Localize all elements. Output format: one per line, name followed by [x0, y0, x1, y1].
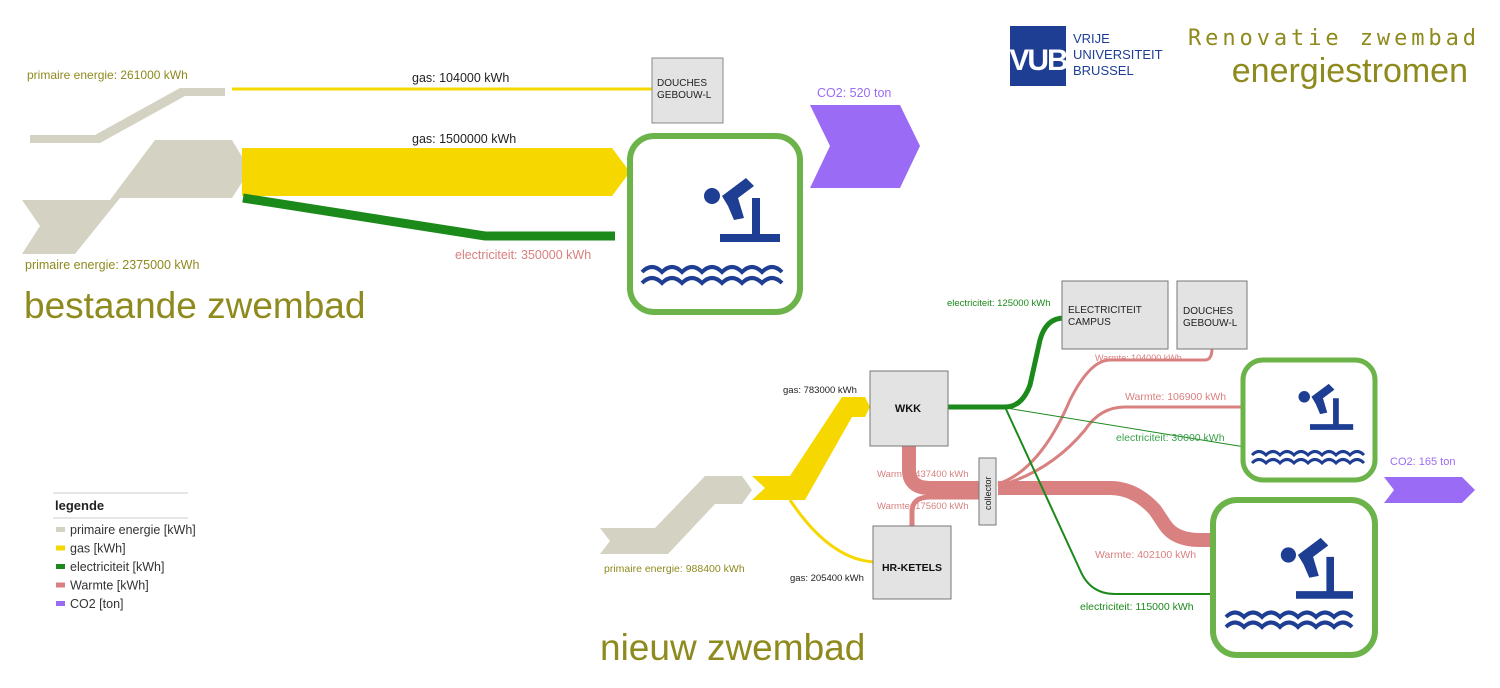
elec-small-pool-label: electriciteit: 30000 kWh	[1116, 432, 1225, 444]
campus-line-2: CAMPUS	[1068, 317, 1111, 328]
legend-item-label: Warmte [kWh]	[70, 579, 149, 593]
heat-douches-label: Warmte: 104000 kWh	[1095, 353, 1182, 363]
wkk-label: WKK	[895, 403, 921, 415]
existing-co2-label: CO2: 520 ton	[817, 86, 891, 100]
new-gas-wkk-label: gas: 783000 kWh	[783, 385, 857, 396]
new-heading: nieuw zwembad	[600, 627, 865, 668]
legend-swatch	[56, 527, 65, 532]
header-title-line-2: energiestromen	[1232, 52, 1468, 90]
legend-item-label: electriciteit [kWh]	[70, 560, 164, 574]
existing-pool-box	[627, 133, 803, 315]
big-pool-box	[1210, 497, 1378, 658]
existing-heading: bestaande zwembad	[24, 285, 365, 326]
legend-swatch	[56, 545, 65, 551]
legend-item-label: gas [kWh]	[70, 542, 126, 556]
heat-wkk-label: Warmte: 437400 kWh	[877, 469, 969, 480]
legend-item-label: primaire energie [kWh]	[70, 523, 196, 537]
hr-ketels-label: HR-KETELS	[882, 562, 942, 574]
douches-box-existing	[651, 57, 724, 124]
existing-primary-small-label: primaire energie: 261000 kWh	[27, 68, 188, 82]
heat-wkk-flow	[902, 445, 980, 495]
gas-wkk-flow	[752, 397, 870, 500]
new-co2-label: CO2: 165 ton	[1390, 456, 1455, 468]
new-douches-line-2: GEBOUW-L	[1183, 318, 1238, 329]
wkk-box	[869, 370, 949, 447]
waves-icon-big	[1224, 610, 1354, 630]
waves-icon	[640, 265, 784, 286]
existing-gas-big-label: gas: 1500000 kWh	[412, 132, 516, 146]
vub-logo-mark	[1010, 26, 1066, 86]
existing-douches-line-1: DOUCHES	[657, 78, 707, 89]
primary-big-flow	[22, 140, 250, 254]
co2-arrow-existing	[810, 105, 920, 188]
new-primary-flow	[600, 476, 752, 554]
existing-douches-line-2: GEBOUW-L	[657, 90, 712, 101]
gas-big-flow	[242, 148, 630, 196]
vub-line-2: UNIVERSITEIT	[1073, 47, 1163, 62]
header: VUB VRIJE UNIVERSITEIT BRUSSEL Renovatie…	[1009, 26, 1476, 90]
existing-primary-big-label: primaire energie: 2375000 kWh	[25, 258, 199, 272]
new-primary-label: primaire energie: 988400 kWh	[604, 563, 745, 575]
header-title-line-1: Renovatie zwembad	[1188, 26, 1476, 51]
gas-hr-flow	[788, 499, 876, 564]
co2-arrow-new	[1384, 477, 1475, 503]
legend-title: legende	[55, 498, 104, 513]
vub-logo-text: VUB	[1009, 44, 1068, 77]
elec-campus-flow	[948, 315, 1065, 410]
elec-campus-label: electriciteit: 125000 kWh	[947, 298, 1051, 309]
campus-line-1: ELECTRICITEIT	[1068, 305, 1142, 316]
primary-small-flow	[30, 88, 225, 143]
legend-items: primaire energie [kWh] gas [kWh] electrici…	[56, 523, 196, 611]
collector-label: collector	[983, 476, 993, 510]
legend: legende primaire energie [kWh] gas [kWh] e…	[53, 492, 196, 611]
hr-ketels-box	[872, 525, 952, 600]
new-douches-line-1: DOUCHES	[1183, 306, 1233, 317]
legend-item-label: CO2 [ton]	[70, 597, 124, 611]
heat-hr-label: Warmte: 175600 kWh	[877, 501, 969, 512]
new-pool-section	[600, 280, 1475, 658]
heat-big-pool-label: Warmte: 402100 kWh	[1095, 549, 1196, 561]
douches-box-new	[1176, 280, 1248, 350]
heat-hr-flow	[909, 494, 980, 528]
existing-pool-section	[22, 57, 920, 315]
legend-swatch	[56, 601, 65, 606]
heat-small-pool-flow	[997, 405, 1254, 488]
legend-swatch	[56, 564, 65, 569]
collector-box	[978, 457, 997, 526]
elec-big-pool-flow	[1004, 406, 1220, 595]
vub-line-1: VRIJE	[1073, 31, 1110, 46]
heat-douches-flow	[997, 347, 1214, 486]
vub-line-3: BRUSSEL	[1073, 63, 1134, 78]
heat-big-pool-flow	[998, 481, 1222, 547]
new-gas-hr-label: gas: 205400 kWh	[790, 573, 864, 584]
heat-small-pool-label: Warmte: 106900 kWh	[1125, 391, 1226, 403]
elec-small-pool-flow	[999, 406, 1246, 448]
existing-electricity-label: electriciteit: 350000 kWh	[455, 248, 591, 262]
waves-icon-small	[1250, 450, 1366, 466]
existing-gas-small-label: gas: 104000 kWh	[412, 71, 509, 85]
elec-big-pool-label: electriciteit: 115000 kWh	[1080, 601, 1194, 613]
electricity-campus-box	[1061, 280, 1169, 350]
electricity-flow	[242, 193, 615, 241]
legend-swatch	[56, 582, 65, 588]
